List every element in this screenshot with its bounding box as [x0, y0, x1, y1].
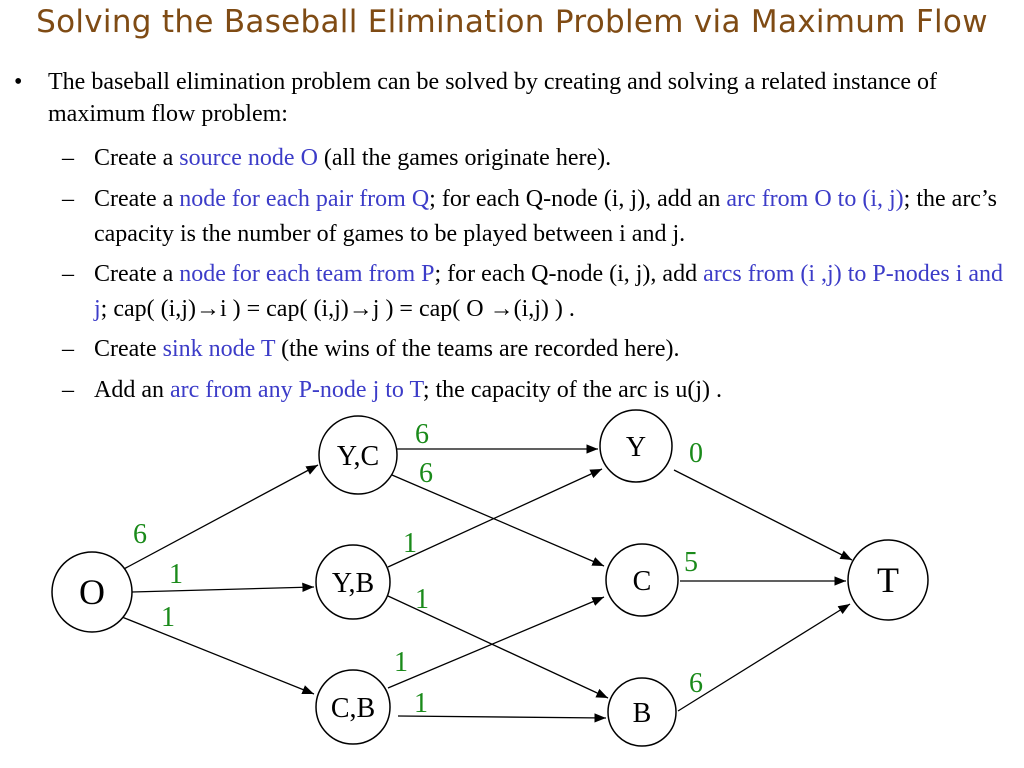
sub-bullet-text: Create a source node O (all the games or…: [94, 145, 612, 171]
dash: –: [62, 377, 74, 403]
svg-text:C,B: C,B: [331, 693, 375, 724]
edge-o-yb: [131, 582, 315, 593]
dash: –: [62, 336, 74, 362]
svg-text:C: C: [633, 566, 652, 597]
node-yb: Y,B: [315, 544, 391, 620]
node-c: C: [605, 543, 679, 617]
dash: –: [62, 145, 74, 171]
node-o: O: [51, 551, 133, 633]
svg-text:Y,B: Y,B: [332, 568, 374, 599]
slide-title: Solving the Baseball Elimination Problem…: [36, 4, 988, 40]
edge-yb-y: [387, 468, 603, 568]
capacity-yb-y: 1: [403, 528, 417, 559]
node-yc: Y,C: [318, 415, 398, 495]
svg-text:T: T: [877, 560, 899, 600]
svg-text:Y,C: Y,C: [337, 441, 379, 472]
edge-b-t: [677, 603, 851, 712]
capacity-c-t: 5: [684, 547, 698, 578]
svg-text:O: O: [79, 572, 105, 612]
capacity-y-t: 0: [689, 438, 703, 469]
edge-cb-c: [387, 596, 605, 689]
edge-cb-b: [397, 713, 607, 723]
capacity-o-cb: 1: [161, 602, 175, 633]
capacity-yc-c: 6: [419, 458, 433, 489]
capacity-cb-c: 1: [394, 647, 408, 678]
main-bullet-text: The baseball elimination problem can be …: [48, 69, 938, 127]
capacity-cb-b: 1: [414, 688, 428, 719]
capacity-o-yc: 6: [133, 519, 147, 550]
node-t: T: [847, 539, 929, 621]
svg-text:Y: Y: [626, 432, 646, 463]
sub-bullet-text: Create a node for each team from P; for …: [94, 261, 1004, 322]
dash: –: [62, 186, 74, 212]
edge-y-t: [673, 469, 853, 561]
sub-bullet-text: Add an arc from any P-node j to T; the c…: [94, 377, 723, 403]
edge-yc-c: [391, 474, 605, 567]
capacity-yb-b: 1: [415, 584, 429, 615]
sub-bullet-text: Create sink node T (the wins of the team…: [94, 336, 680, 362]
dash: –: [62, 261, 74, 287]
bullet-dot: •: [14, 69, 23, 95]
node-y: Y: [599, 409, 673, 483]
sub-bullet-text: Create a node for each pair from Q; for …: [94, 186, 997, 247]
edge-o-yc: [121, 464, 319, 571]
capacity-o-yb: 1: [169, 559, 183, 590]
node-cb: C,B: [315, 669, 391, 745]
svg-text:B: B: [633, 698, 652, 729]
edge-o-cb: [121, 616, 315, 695]
capacity-b-t: 6: [689, 668, 703, 699]
edge-yb-b: [387, 595, 609, 699]
node-b: B: [607, 677, 677, 747]
capacity-yc-y: 6: [415, 419, 429, 450]
